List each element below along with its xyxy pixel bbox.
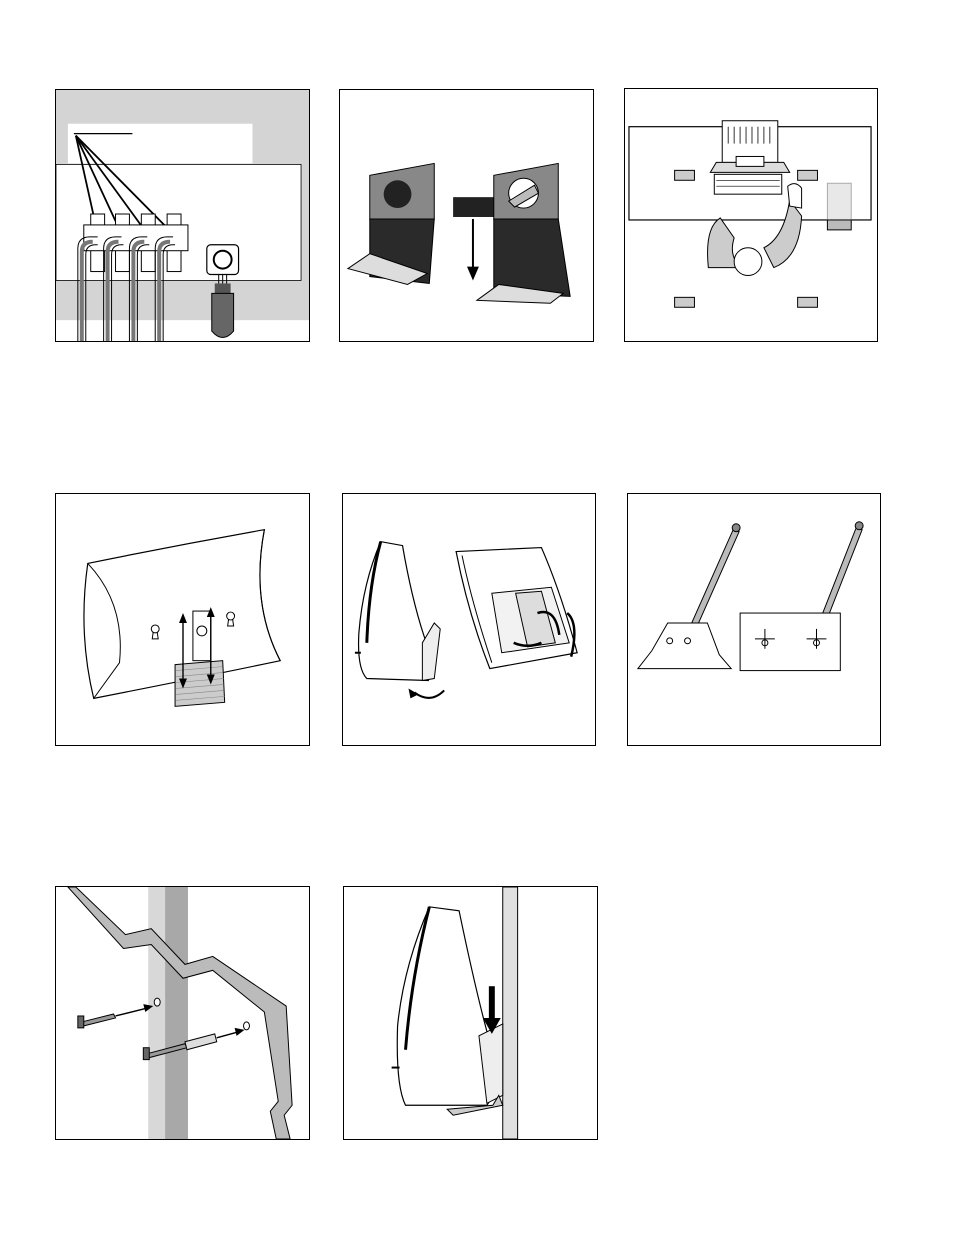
figure-bracket-attachment — [342, 493, 596, 746]
pencil-marking-template-illustration — [628, 494, 880, 745]
figure-wall-screws — [55, 886, 310, 1140]
speaker-grille-removal-illustration — [340, 90, 593, 341]
figure-grille-removal — [339, 89, 594, 342]
figure-pencil-marking — [627, 493, 881, 746]
speaker-wall-mount-illustration — [344, 887, 597, 1139]
wall-screw-anchor-illustration — [56, 887, 309, 1139]
speaker-bracket-attachment-illustration — [343, 494, 595, 745]
figure-listening-position — [624, 88, 878, 342]
keyhole-slot-bracket-illustration — [56, 494, 309, 745]
figure-wall-mount — [343, 886, 598, 1140]
speaker-terminals-wiring-illustration — [56, 90, 309, 341]
figure-keyhole-bracket — [55, 493, 310, 746]
listening-position-layout-illustration — [625, 89, 877, 341]
figure-speaker-terminals — [55, 89, 310, 342]
